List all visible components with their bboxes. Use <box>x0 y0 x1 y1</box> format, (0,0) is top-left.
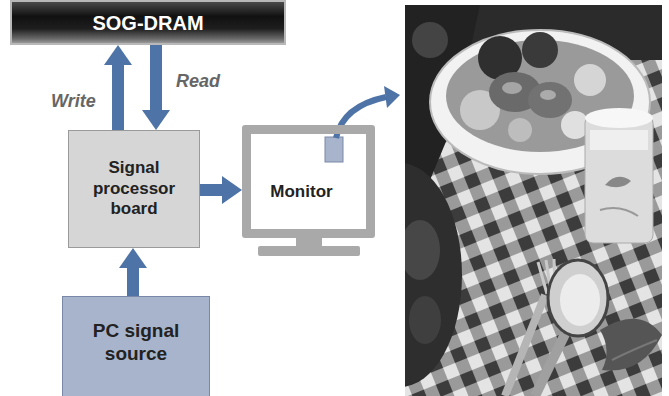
photo <box>405 5 662 396</box>
monitor-box: Monitor <box>242 125 375 238</box>
block-arrow <box>200 184 222 196</box>
block-arrow <box>150 45 162 110</box>
block-arrow <box>112 65 124 130</box>
box-label: Monitor <box>270 182 332 202</box>
box-label: Signal processor board <box>79 158 189 219</box>
memory-chip: SOG-DRAM <box>10 0 286 45</box>
process-box: Signal processor board <box>68 130 200 248</box>
block-arrow <box>127 268 139 296</box>
box-label: SOG-DRAM <box>92 11 203 35</box>
source-box: PC signal source <box>62 296 210 396</box>
arrow-label: Write <box>51 91 96 112</box>
box-label: PC signal source <box>73 320 199 366</box>
arrow-label: Read <box>176 71 220 92</box>
